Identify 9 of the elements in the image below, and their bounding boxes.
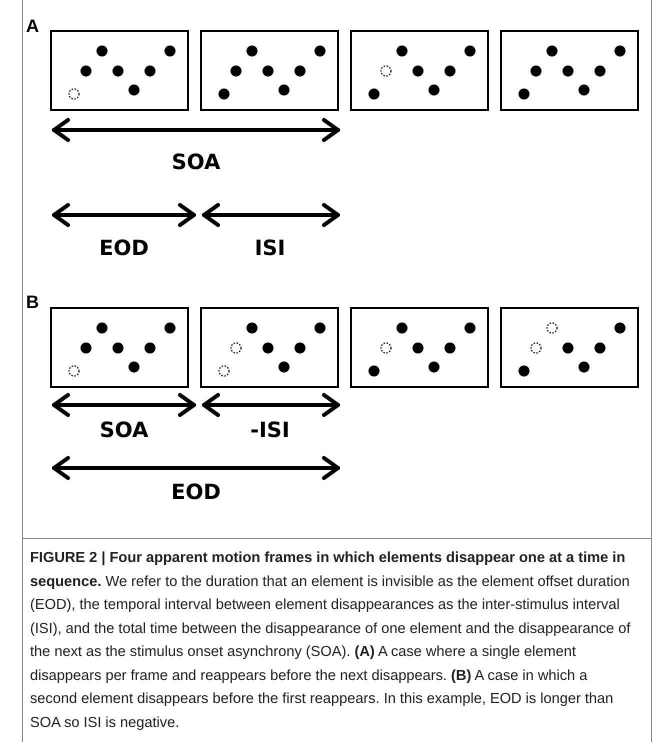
panel-label: B bbox=[26, 291, 39, 314]
interval-label: SOA bbox=[100, 418, 148, 442]
interval-label: -ISI bbox=[250, 418, 290, 442]
interval-label: EOD bbox=[171, 480, 221, 504]
figure-caption: FIGURE 2 | Four apparent motion frames in which elements disappear one at a time in sequence. We refer to the duration that an element is invisible as the element offset duration (EOD), the temporal interval between element disappearances as the inter-stimulus interval (ISI), and the total time between the disappearance of one element and the disappearance of the next as the stimulus onset asynchrony (SOA). (A) A case where a single element disappears per frame and reappears before the next disappears. (B) A case in which a second element disappears before the first reappears. In this example, EOD is longer than SOA so ISI is negative. bbox=[30, 549, 632, 732]
interval-label: ISI bbox=[254, 236, 286, 260]
interval-label: EOD bbox=[99, 236, 149, 260]
interval-label: SOA bbox=[172, 150, 220, 174]
panel-label: A bbox=[26, 15, 39, 38]
